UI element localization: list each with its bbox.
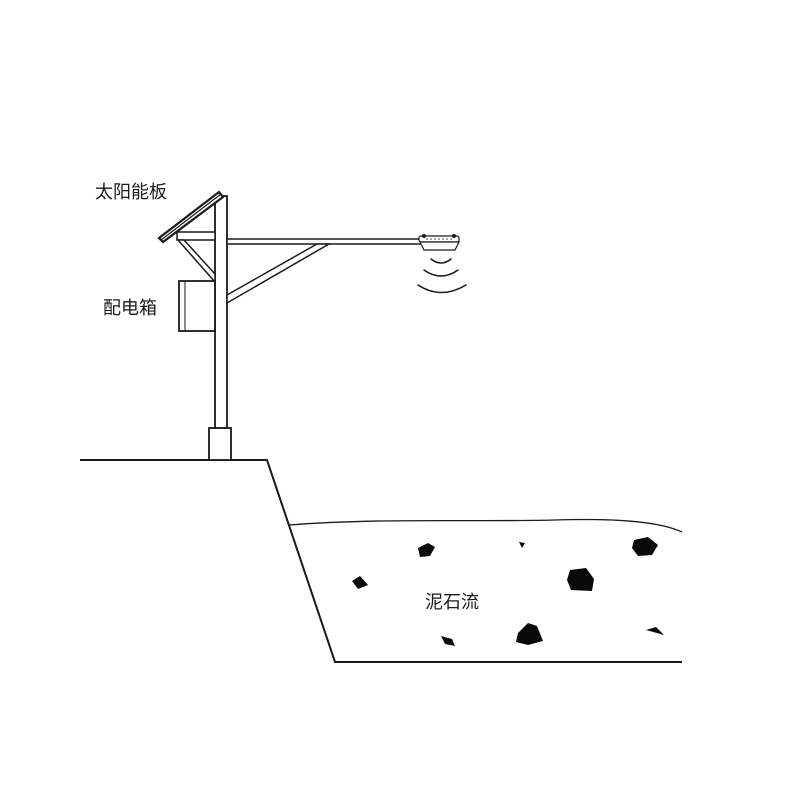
rock: [418, 543, 435, 557]
rock: [352, 576, 368, 589]
rock: [632, 537, 658, 556]
signal-wave: [417, 284, 467, 294]
solar-panel-arm: [176, 231, 216, 241]
rock: [519, 542, 525, 548]
debris-rocks: [352, 537, 664, 646]
left-brace: [176, 239, 216, 284]
rock: [646, 627, 664, 635]
right-brace: [226, 243, 332, 305]
sensor-body: [419, 241, 460, 251]
pole-base: [208, 427, 232, 461]
solar-panel-label: 太阳能板: [95, 182, 167, 203]
debris-flow-surface: [288, 518, 683, 533]
pole: [214, 195, 228, 429]
rock: [441, 636, 455, 646]
debris-flow-label: 泥石流: [425, 592, 479, 613]
sensor-bolt: [452, 234, 456, 238]
signal-wave: [430, 258, 452, 264]
radar-sensor-icon: [418, 234, 460, 251]
solar-panel-edge: [160, 193, 222, 241]
distribution-box-label: 配电箱: [103, 298, 157, 319]
sensor-bolt: [422, 234, 426, 238]
ground-profile: [80, 459, 682, 663]
rock: [516, 623, 543, 645]
distribution-box: [178, 280, 216, 332]
signal-waves-icon: [417, 258, 467, 294]
signal-wave: [423, 269, 459, 277]
rock: [567, 568, 594, 591]
